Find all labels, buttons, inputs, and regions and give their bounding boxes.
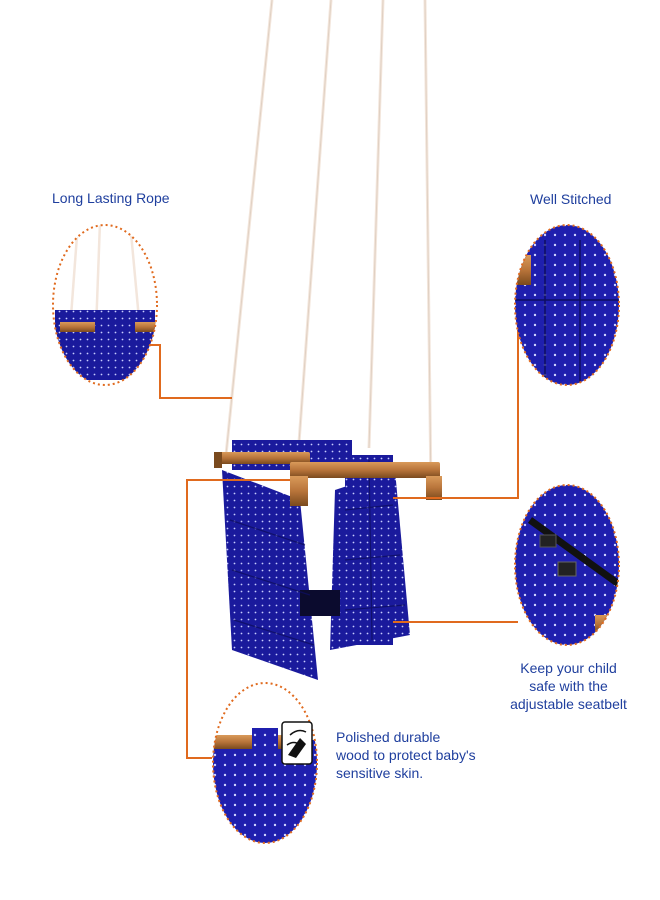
- main-ropes: [224, 0, 433, 493]
- callout-line-rope: [150, 344, 232, 399]
- inset-seatbelt: [514, 484, 620, 646]
- label-seatbelt-line-2: safe with the: [529, 678, 608, 694]
- label-wood-line-1: Polished durable: [336, 729, 441, 745]
- label-wood-line-3: sensitive skin.: [336, 765, 424, 781]
- label-seatbelt-line-1: Keep your child: [520, 660, 617, 676]
- label-well-stitched: Well Stitched: [530, 191, 612, 207]
- label-seatbelt: Keep your child safe with the adjustable…: [506, 659, 631, 713]
- label-seatbelt-line-3: adjustable seatbelt: [510, 696, 627, 712]
- label-long-lasting-rope: Long Lasting Rope: [52, 190, 170, 206]
- callout-line-wood: [186, 479, 290, 759]
- inset-stitched: [514, 224, 620, 386]
- wood-post-right: [426, 476, 442, 500]
- wood-post-left: [290, 476, 308, 506]
- wood-bar-top: [290, 462, 440, 478]
- hands-icon: [281, 721, 313, 765]
- side-panel-left: [222, 470, 318, 680]
- inset-wood: [212, 682, 318, 844]
- wood-bar-back: [214, 452, 310, 464]
- inset-rope: [52, 224, 158, 386]
- label-polished-wood: Polished durable wood to protect baby's …: [336, 728, 486, 782]
- label-wood-line-2: wood to protect baby's: [336, 747, 476, 763]
- swing-seat: [214, 440, 442, 680]
- callout-lines: [150, 330, 519, 759]
- callout-line-stitched: [393, 330, 519, 499]
